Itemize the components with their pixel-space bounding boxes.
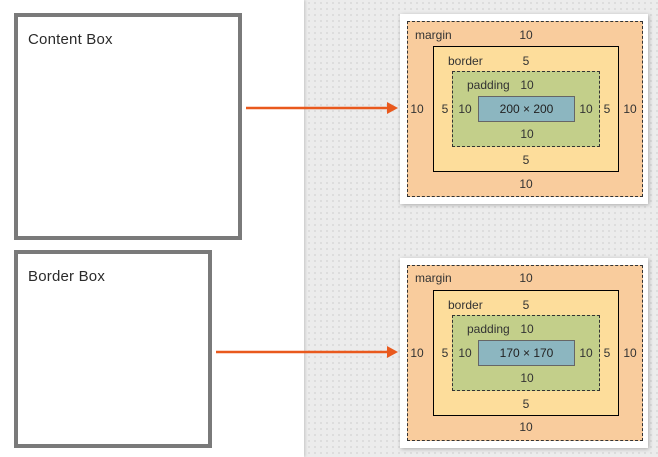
padding-top-value: 10 <box>520 322 534 336</box>
border-box-demo: Border Box <box>14 250 212 448</box>
left-panel: Content Box Border Box <box>0 0 304 457</box>
content-area: 200 × 200 <box>478 96 575 122</box>
margin-area: margin 10 10 10 10 border 5 5 5 5 paddin… <box>407 21 643 197</box>
padding-left-value: 10 <box>458 102 472 116</box>
arrow-head <box>387 346 398 358</box>
content-box-label: Content Box <box>28 31 113 48</box>
padding-label: padding <box>467 78 510 92</box>
padding-area: padding 10 10 10 10 200 × 200 <box>452 71 600 147</box>
padding-right-value: 10 <box>579 346 593 360</box>
border-box-label: Border Box <box>28 268 106 285</box>
border-bottom-value: 5 <box>522 153 530 167</box>
border-top-value: 5 <box>522 298 530 312</box>
border-label: border <box>448 298 483 312</box>
arrow-content-box <box>246 102 398 114</box>
border-area: border 5 5 5 5 padding 10 10 10 10 200 ×… <box>433 46 619 172</box>
border-bottom-value: 5 <box>522 397 530 411</box>
arrow-border-box <box>216 346 398 358</box>
content-area: 170 × 170 <box>478 340 575 366</box>
margin-bottom-value: 10 <box>519 420 533 434</box>
border-left-value: 5 <box>441 346 449 360</box>
border-left-value: 5 <box>441 102 449 116</box>
margin-top-value: 10 <box>519 271 533 285</box>
margin-right-value: 10 <box>623 102 637 116</box>
padding-top-value: 10 <box>520 78 534 92</box>
box-model-content-box: margin 10 10 10 10 border 5 5 5 5 paddin… <box>400 14 648 204</box>
margin-label: margin <box>415 271 452 285</box>
margin-right-value: 10 <box>623 346 637 360</box>
margin-area: margin 10 10 10 10 border 5 5 5 5 paddin… <box>407 265 643 441</box>
padding-bottom-value: 10 <box>520 371 534 385</box>
margin-top-value: 10 <box>519 28 533 42</box>
margin-left-value: 10 <box>410 102 424 116</box>
border-right-value: 5 <box>603 102 611 116</box>
border-right-value: 5 <box>603 346 611 360</box>
padding-bottom-value: 10 <box>520 127 534 141</box>
padding-area: padding 10 10 10 10 170 × 170 <box>452 315 600 391</box>
border-label: border <box>448 54 483 68</box>
box-model-border-box: margin 10 10 10 10 border 5 5 5 5 paddin… <box>400 258 648 448</box>
margin-label: margin <box>415 28 452 42</box>
padding-label: padding <box>467 322 510 336</box>
padding-right-value: 10 <box>579 102 593 116</box>
arrow-head <box>387 102 398 114</box>
margin-bottom-value: 10 <box>519 177 533 191</box>
content-box-demo: Content Box <box>14 13 242 240</box>
border-area: border 5 5 5 5 padding 10 10 10 10 170 ×… <box>433 290 619 416</box>
border-top-value: 5 <box>522 54 530 68</box>
padding-left-value: 10 <box>458 346 472 360</box>
margin-left-value: 10 <box>410 346 424 360</box>
